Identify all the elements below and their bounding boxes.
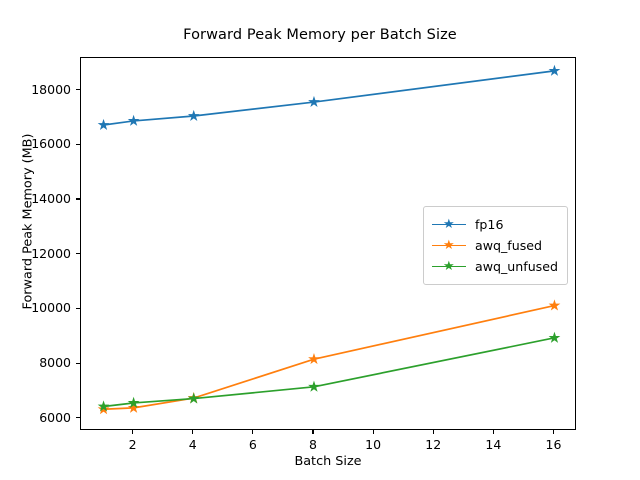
data-point-marker xyxy=(187,109,200,121)
series-line xyxy=(103,304,555,411)
data-point-marker xyxy=(308,353,320,365)
series-fp16 xyxy=(97,64,561,131)
x-tick-label: 10 xyxy=(365,437,382,452)
x-tick-label: 12 xyxy=(425,437,442,452)
plot-area xyxy=(80,57,576,430)
x-tick-label: 16 xyxy=(545,437,562,452)
series-line xyxy=(103,337,555,408)
x-tick-label: 4 xyxy=(188,437,197,452)
y-tick-label: 12000 xyxy=(31,245,71,261)
legend-marker-icon: ★ xyxy=(432,238,466,253)
x-tick-mark xyxy=(312,430,314,434)
series-canvas xyxy=(97,64,561,415)
y-tick-label: 10000 xyxy=(31,300,71,316)
y-tick-label: 16000 xyxy=(31,136,71,152)
y-tick-label: 14000 xyxy=(31,190,71,206)
y-tick-mark xyxy=(76,362,80,364)
data-point-marker xyxy=(97,400,110,412)
y-tick-mark xyxy=(76,417,80,419)
y-tick-label: 18000 xyxy=(31,81,71,97)
data-point-marker xyxy=(548,331,561,343)
y-tick-mark xyxy=(76,198,80,200)
y-tick-mark xyxy=(76,307,80,309)
x-tick-label: 8 xyxy=(308,437,317,452)
x-tick-mark xyxy=(492,430,494,434)
data-point-marker xyxy=(187,392,200,404)
data-point-marker xyxy=(308,95,320,108)
y-tick-label: 8000 xyxy=(39,355,71,371)
y-tick-label: 6000 xyxy=(39,409,71,425)
data-point-marker xyxy=(127,114,140,126)
legend-marker-icon: ★ xyxy=(432,217,466,232)
legend-item-awq_unfused[interactable]: ★ awq_unfused xyxy=(432,256,558,277)
legend-label: awq_unfused xyxy=(475,259,558,274)
data-point-marker xyxy=(127,401,140,413)
y-tick-mark xyxy=(76,253,80,255)
x-tick-mark xyxy=(372,430,374,434)
x-tick-mark xyxy=(552,430,555,434)
chart-title: Forward Peak Memory per Batch Size xyxy=(183,27,457,43)
y-tick-mark xyxy=(76,143,80,145)
series-line xyxy=(103,70,555,126)
legend-label: awq_fused xyxy=(475,238,543,253)
legend-marker-icon: ★ xyxy=(432,259,466,274)
data-point-marker xyxy=(97,118,110,131)
x-tick-label: 6 xyxy=(248,437,257,452)
x-tick-mark xyxy=(132,430,134,434)
data-point-marker xyxy=(127,396,140,408)
data-point-marker xyxy=(548,64,561,76)
x-tick-label: 2 xyxy=(128,437,137,452)
series-awq_fused xyxy=(97,299,561,415)
x-tick-label: 14 xyxy=(485,437,502,452)
x-tick-mark xyxy=(192,430,194,434)
x-tick-mark xyxy=(432,430,434,434)
data-point-marker xyxy=(548,299,561,311)
y-tick-mark xyxy=(76,89,80,91)
legend[interactable]: ★ fp16 ★ awq_fused ★ awq_unfused xyxy=(423,206,568,285)
data-point-marker xyxy=(308,380,320,392)
legend-label: fp16 xyxy=(475,217,504,232)
legend-item-fp16[interactable]: ★ fp16 xyxy=(432,214,558,235)
x-axis-label: Batch Size xyxy=(294,454,362,469)
legend-item-awq_fused[interactable]: ★ awq_fused xyxy=(432,235,558,256)
x-tick-mark xyxy=(252,430,254,434)
series-awq_unfused xyxy=(97,331,561,412)
